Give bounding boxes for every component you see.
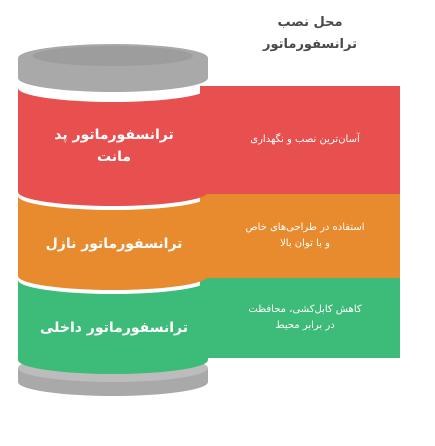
segment-label-nozzle: ترانسفورماتور نازل — [45, 236, 183, 252]
segment-label-internal: ترانسفورماتور داخلی — [39, 320, 189, 336]
desc-box-red-bg — [200, 86, 400, 194]
cylinder-top-inner — [33, 46, 193, 66]
segment-label-pad-mounted: ترانسفورماتور پد مانت — [18, 116, 210, 176]
desc-text-internal-line1: کاهش کابل‌کشی، محافظت — [248, 304, 362, 315]
cylinder-segment-green — [18, 280, 208, 374]
desc-text-nozzle-line2: و با توان بالا — [280, 238, 330, 249]
diagram-title: محل نصب ترانسفورماتور — [250, 12, 370, 56]
desc-box-nozzle: استفاده در طراحی‌های خاص و با توان بالا — [210, 194, 400, 278]
cylinder-segment-red — [18, 88, 208, 206]
desc-text-pad-mounted: آسان‌ترین نصب و نگهداری — [250, 134, 360, 145]
desc-box-pad-mounted: آسان‌ترین نصب و نگهداری — [210, 86, 400, 194]
desc-box-orange-bg — [200, 194, 400, 278]
cylinder-segment-orange — [18, 196, 208, 290]
desc-box-internal: کاهش کابل‌کشی، محافظت در برابر محیط — [210, 278, 400, 358]
desc-box-green-bg — [200, 278, 400, 358]
segment-label-pad-line1: ترانسفورماتور پد — [54, 127, 174, 143]
desc-text-internal-line2: در برابر محیط — [275, 320, 335, 331]
title-line-1: محل نصب — [277, 15, 343, 30]
title-line-2: ترانسفورماتور — [263, 37, 357, 52]
desc-text-nozzle-line1: استفاده در طراحی‌های خاص — [245, 222, 365, 233]
segment-label-pad-line2: مانت — [97, 149, 132, 165]
